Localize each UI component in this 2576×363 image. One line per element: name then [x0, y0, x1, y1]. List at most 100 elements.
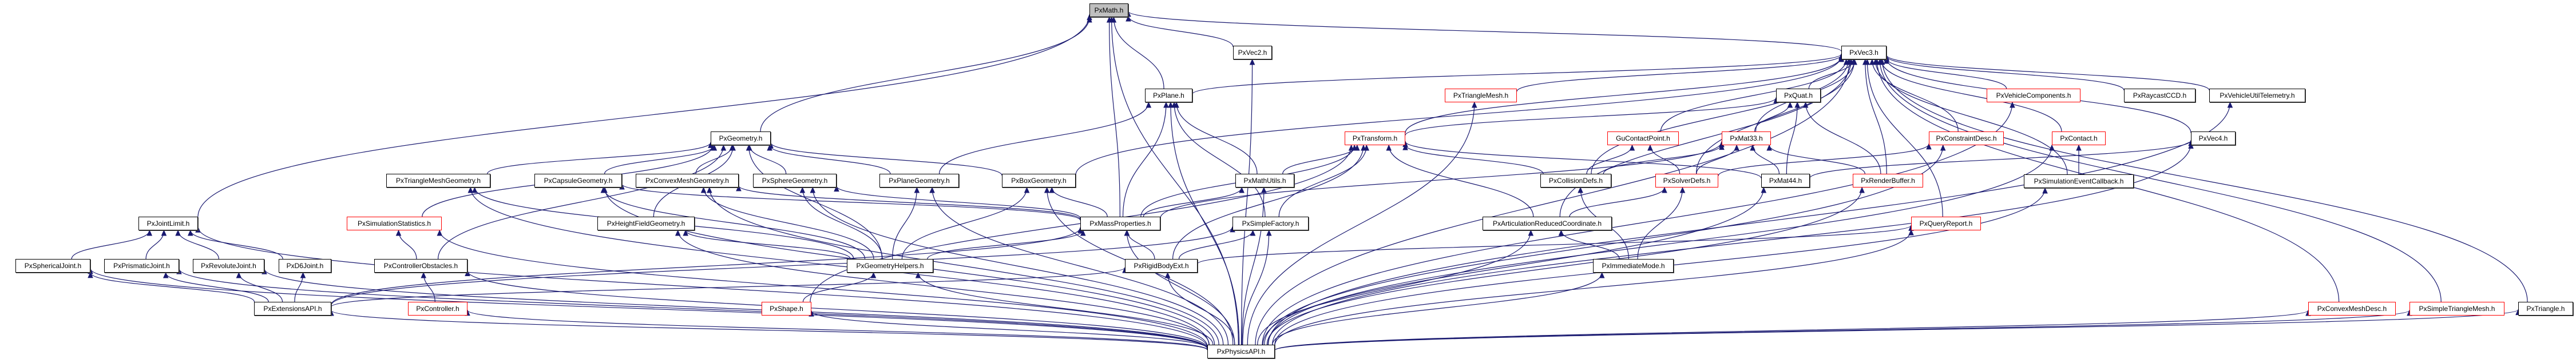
- node-pxconvexmeshgeometry-h[interactable]: PxConvexMeshGeometry.h: [636, 174, 739, 188]
- edge-PxExtensionsAPI-to-PxSphericalJoint: [90, 272, 255, 302]
- arrowhead-icon: [1472, 101, 1477, 108]
- node-pxcontact-h[interactable]: PxContact.h: [2052, 131, 2106, 145]
- node-pxplane-h[interactable]: PxPlane.h: [1145, 89, 1192, 102]
- node-pxqueryreport-h[interactable]: PxQueryReport.h: [1911, 217, 1981, 230]
- node-pxsimpletrianglemesh-h[interactable]: PxSimpleTriangleMesh.h: [2409, 302, 2504, 316]
- node-pximmediatemode-h[interactable]: PxImmediateMode.h: [1593, 259, 1674, 273]
- arrowhead-icon: [465, 270, 470, 277]
- edge-PxPhysicsAPI-to-PxTriangleMesh: [1247, 102, 1475, 345]
- arrowhead-icon: [1940, 144, 1946, 151]
- node-pxvehicleutiltelemetry-h[interactable]: PxVehicleUtilTelemetry.h: [2209, 89, 2305, 102]
- edge-PxGeometryHelpers-to-PxMassProperties: [927, 230, 1084, 260]
- node-pxplanegeometry-h[interactable]: PxPlaneGeometry.h: [879, 174, 959, 188]
- node-pxconvexmeshdesc-h[interactable]: PxConvexMeshDesc.h: [2308, 302, 2396, 316]
- arrowhead-icon: [467, 186, 474, 193]
- arrowhead-icon: [1261, 186, 1267, 193]
- arrowhead-icon: [1352, 144, 1357, 151]
- edge-PxPhysicsAPI-to-PxRenderBuffer: [1266, 187, 1862, 345]
- arrowhead-icon: [1578, 186, 1583, 193]
- node-pxgeometry-h[interactable]: PxGeometry.h: [711, 131, 771, 145]
- arrowhead-icon: [700, 186, 707, 193]
- node-pxmassproperties-h[interactable]: PxMassProperties.h: [1080, 217, 1160, 230]
- arrowhead-icon: [1766, 144, 1772, 151]
- node-pxsimplefactory-h[interactable]: PxSimpleFactory.h: [1232, 217, 1309, 230]
- edge-PxSphericalJoint-to-PxJointLimit: [71, 230, 150, 260]
- node-pxconstraintdesc-h[interactable]: PxConstraintDesc.h: [1929, 131, 2004, 145]
- node-pxraycastccd-h[interactable]: PxRaycastCCD.h: [2124, 89, 2195, 102]
- arrowhead-icon: [1852, 58, 1857, 65]
- node-pxheightfieldgeometry-h[interactable]: PxHeightFieldGeometry.h: [597, 217, 695, 230]
- edge-PxBoxGeometry-to-PxGeometry: [770, 142, 1002, 176]
- node-pxd6joint-h[interactable]: PxD6Joint.h: [279, 259, 331, 273]
- edge-PxArticulationReducedCoordinate-to-PxTransform: [1388, 145, 1534, 217]
- edge-PxPhysicsAPI-to-PxVec2: [1241, 59, 1253, 345]
- node-pxgeometryhelpers-h[interactable]: PxGeometryHelpers.h: [847, 259, 933, 273]
- node-pxmat44-h[interactable]: PxMat44.h: [1761, 174, 1810, 188]
- edge-PxRaycastCCD-to-PxVec3: [1886, 55, 2125, 91]
- node-pxvec2-h[interactable]: PxVec2.h: [1233, 46, 1272, 59]
- node-pxarticulationreducedcoordinate-h[interactable]: PxArticulationReducedCoordinate.h: [1483, 217, 1612, 230]
- arrowhead-icon: [1049, 186, 1055, 193]
- node-pxmathutils-h[interactable]: PxMathUtils.h: [1235, 174, 1294, 188]
- node-pxquat-h[interactable]: PxQuat.h: [1776, 89, 1821, 102]
- node-pxtrianglemesh-h[interactable]: PxTriangleMesh.h: [1445, 89, 1517, 102]
- node-pxspheregeometry-h[interactable]: PxSphereGeometry.h: [753, 174, 837, 188]
- node-pxtransform-h[interactable]: PxTransform.h: [1345, 131, 1405, 145]
- edge-PxMassProperties-to-PxSphereGeometry: [836, 186, 1081, 219]
- edge-PxPhysicsAPI-to-PxSimulationStatistics: [439, 230, 1208, 347]
- node-pxvec4-h[interactable]: PxVec4.h: [2191, 131, 2236, 145]
- arrowhead-icon: [1163, 101, 1169, 108]
- arrowhead-icon: [914, 186, 920, 193]
- node-pxboxgeometry-h[interactable]: PxBoxGeometry.h: [1002, 174, 1076, 188]
- node-gucontactpoint-h[interactable]: GuContactPoint.h: [1607, 131, 1679, 145]
- arrowhead-icon: [799, 186, 806, 193]
- node-pxphysicsapi-h[interactable]: PxPhysicsAPI.h: [1207, 345, 1275, 358]
- node-pxrenderbuffer-h[interactable]: PxRenderBuffer.h: [1853, 174, 1923, 188]
- edge-PxJointLimit-to-PxMath: [197, 14, 1090, 217]
- node-pxvehiclecomponents-h[interactable]: PxVehicleComponents.h: [1987, 89, 2080, 102]
- arrowhead-icon: [236, 272, 242, 278]
- edge-PxRevoluteJoint-to-PxJointLimit: [177, 230, 219, 260]
- node-pxcollisiondefs-h[interactable]: PxCollisionDefs.h: [1540, 174, 1611, 188]
- node-pxprismaticjoint-h[interactable]: PxPrismaticJoint.h: [104, 259, 179, 273]
- node-pxextensionsapi-h[interactable]: PxExtensionsAPI.h: [254, 302, 331, 316]
- node-pxsimulationeventcallback-h[interactable]: PxSimulationEventCallback.h: [2024, 174, 2134, 188]
- edge-PxImmediateMode-to-PxArticulationReducedCoordinate: [1560, 230, 1620, 260]
- edge-PxCollisionDefs-to-PxMat33: [1603, 144, 1722, 174]
- arrowhead-icon: [1124, 229, 1130, 236]
- node-pxcapsulegeometry-h[interactable]: PxCapsuleGeometry.h: [534, 174, 622, 188]
- edge-PxTriangleMesh-to-PxVec3: [1516, 55, 1842, 92]
- arrowhead-icon: [1926, 143, 1932, 150]
- node-pxrevolutejoint-h[interactable]: PxRevoluteJoint.h: [193, 259, 264, 273]
- node-pxmat33-h[interactable]: PxMat33.h: [1722, 131, 1771, 145]
- node-pxtriangle-h[interactable]: PxTriangle.h: [2518, 302, 2573, 316]
- node-pxcontroller-h[interactable]: PxController.h: [408, 302, 467, 316]
- edge-PxRenderBuffer-to-PxQuat: [1805, 102, 1881, 174]
- node-pxcontrollerobstacles-h[interactable]: PxControllerObstacles.h: [374, 259, 467, 273]
- arrowhead-icon: [746, 144, 752, 151]
- edge-PxMat44-to-PxTransform: [1405, 141, 1762, 178]
- node-pxrigidbodyext-h[interactable]: PxRigidBodyExt.h: [1125, 259, 1198, 273]
- edge-PxPhysicsAPI-to-PxVehicleUtilTelemetry: [1267, 102, 2231, 345]
- arrowhead-icon: [675, 229, 681, 236]
- arrowhead-icon: [163, 272, 169, 278]
- arrowhead-icon: [1125, 15, 1131, 22]
- node-pxsimulationstatistics-h[interactable]: PxSimulationStatistics.h: [347, 217, 442, 230]
- arrowhead-icon: [707, 186, 712, 193]
- node-pxtrianglemeshgeometry-h[interactable]: PxTriangleMeshGeometry.h: [386, 174, 490, 188]
- node-pxsphericaljoint-h[interactable]: PxSphericalJoint.h: [15, 259, 90, 273]
- arrowhead-icon: [421, 272, 426, 278]
- node-pxshape-h[interactable]: PxShape.h: [762, 302, 811, 316]
- node-pxjointlimit-h[interactable]: PxJointLimit.h: [138, 217, 198, 230]
- edge-PxTriangle-to-PxVec3: [1881, 59, 2528, 302]
- node-pxsolverdefs-h[interactable]: PxSolverDefs.h: [1655, 174, 1718, 188]
- node-pxvec3-h[interactable]: PxVec3.h: [1841, 46, 1887, 59]
- arrowhead-icon: [1802, 101, 1809, 108]
- edge-PxGeometryHelpers-to-PxSphereGeometry: [802, 187, 883, 260]
- edge-PxMat44-to-PxMat33: [1752, 145, 1780, 174]
- edge-PxRigidBodyExt-to-PxSimpleFactory: [1178, 230, 1254, 260]
- arrowhead-icon: [1750, 144, 1755, 151]
- edge-PxGeometry-to-PxMath: [760, 17, 1090, 132]
- edge-PxPhysicsAPI-to-PxGeometryHelpers: [917, 272, 1214, 345]
- edge-PxMassProperties-to-PxConvexMeshGeometry: [738, 185, 1081, 220]
